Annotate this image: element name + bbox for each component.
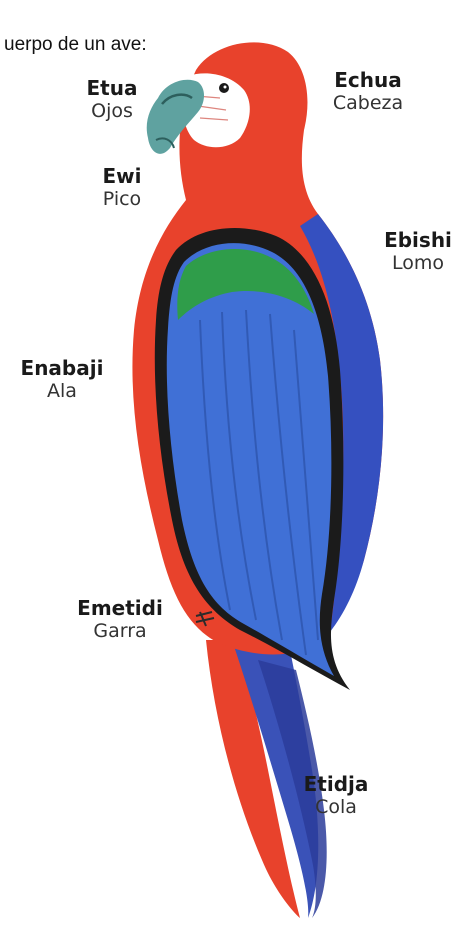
label-eyes-translation: Ojos [72,100,152,123]
label-head-term: Echua [318,68,418,92]
label-eyes: Etua Ojos [72,76,152,123]
label-back-term: Ebishi [368,228,468,252]
label-tail-term: Etidja [286,772,386,796]
label-claw: Emetidi Garra [64,596,176,643]
label-back-translation: Lomo [368,252,468,275]
label-beak-translation: Pico [82,188,162,211]
label-back: Ebishi Lomo [368,228,468,275]
label-beak: Ewi Pico [82,164,162,211]
label-head-translation: Cabeza [318,92,418,115]
label-beak-term: Ewi [82,164,162,188]
label-claw-term: Emetidi [64,596,176,620]
label-wing-term: Enabaji [6,356,118,380]
label-wing: Enabaji Ala [6,356,118,403]
label-head: Echua Cabeza [318,68,418,115]
label-claw-translation: Garra [64,620,176,643]
label-eyes-term: Etua [72,76,152,100]
label-tail: Etidja Cola [286,772,386,819]
label-wing-translation: Ala [6,380,118,403]
label-tail-translation: Cola [286,796,386,819]
